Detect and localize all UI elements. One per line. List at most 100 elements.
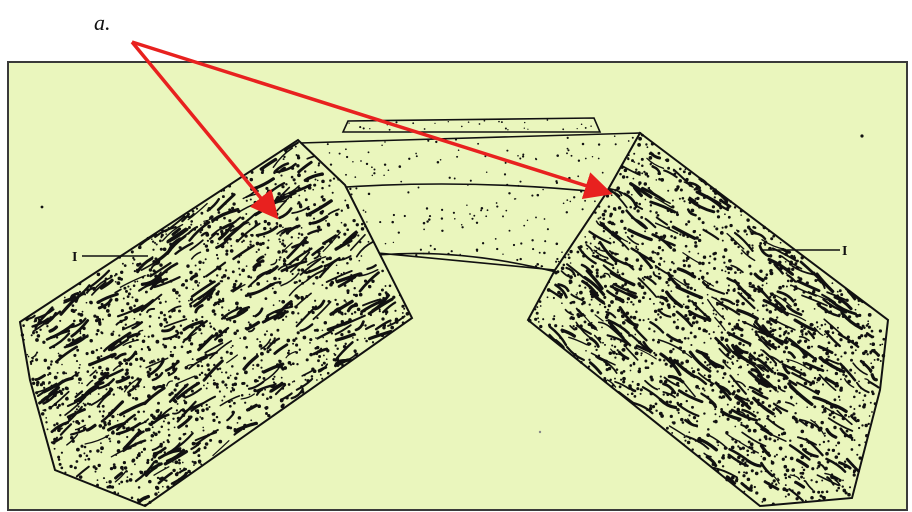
texture-dot [226, 351, 229, 354]
texture-dot [131, 376, 134, 379]
texture-dot [124, 466, 127, 469]
texture-dot [86, 288, 89, 291]
texture-dot [88, 415, 91, 418]
texture-dot [330, 281, 334, 285]
texture-dot [318, 355, 321, 358]
texture-dot [688, 264, 691, 267]
texture-dot [695, 308, 698, 311]
texture-dot [770, 292, 774, 296]
texture-dot [126, 372, 129, 375]
texture-dot [35, 391, 38, 394]
texture-dot [620, 379, 622, 381]
texture-dot [46, 321, 49, 324]
texture-dot [164, 451, 166, 453]
texture-dot [79, 330, 81, 332]
texture-dot [686, 180, 688, 182]
texture-dot [599, 304, 601, 306]
texture-dot [830, 364, 832, 366]
texture-dot [767, 452, 770, 455]
texture-dot [804, 340, 807, 343]
texture-dot [822, 383, 824, 385]
texture-dot [136, 269, 139, 272]
texture-dot [250, 405, 253, 408]
texture-dot [840, 378, 842, 380]
texture-dot [111, 485, 114, 488]
texture-dot [248, 321, 250, 323]
texture-dot [133, 305, 136, 308]
texture-dot [83, 427, 87, 431]
texture-dot [783, 377, 786, 380]
texture-dot [361, 274, 363, 276]
texture-dot [66, 344, 69, 347]
texture-dot [698, 206, 701, 209]
texture-dot [755, 399, 757, 401]
texture-dot [128, 292, 131, 295]
texture-dot [752, 226, 755, 229]
texture-dot [686, 317, 690, 321]
texture-dot [851, 439, 853, 441]
texture-dot [820, 421, 823, 424]
texture-dot [833, 416, 836, 419]
texture-dot [819, 357, 821, 359]
texture-dot [172, 469, 175, 472]
texture-dot [742, 474, 745, 477]
texture-dot [317, 180, 319, 182]
texture-dot [871, 411, 873, 413]
texture-dot [319, 206, 323, 210]
texture-dot [225, 249, 228, 252]
texture-dot [657, 313, 659, 315]
texture-dot [365, 340, 368, 343]
texture-dot [784, 385, 787, 388]
texture-dot [322, 261, 325, 264]
texture-dot [675, 326, 679, 330]
texture-dot [47, 374, 49, 376]
texture-dot [569, 275, 573, 279]
texture-dot [631, 392, 634, 395]
texture-dot [853, 396, 856, 399]
texture-dot [743, 229, 746, 232]
texture-dot [879, 329, 882, 332]
texture-dot [762, 304, 765, 307]
texture-dot [695, 320, 698, 323]
texture-dot [296, 363, 298, 365]
texture-dot [48, 311, 50, 313]
texture-dot [688, 299, 691, 302]
texture-dot [313, 218, 315, 220]
texture-dot [182, 394, 185, 397]
texture-dot [851, 448, 854, 451]
texture-dot [746, 414, 749, 417]
texture-dot [837, 327, 839, 329]
texture-dot [496, 206, 498, 208]
texture-dot [274, 183, 276, 185]
texture-dot [677, 319, 679, 321]
texture-dot [800, 369, 802, 371]
texture-dot [256, 364, 259, 367]
texture-dot [673, 262, 675, 264]
texture-dot [240, 254, 242, 256]
texture-dot [794, 412, 796, 414]
texture-dot [833, 426, 836, 429]
texture-dot [144, 504, 147, 507]
texture-dot [723, 262, 725, 264]
texture-dot [256, 242, 260, 246]
texture-dot [263, 227, 266, 230]
texture-dot [236, 239, 240, 243]
texture-dot [582, 301, 586, 305]
texture-dot [698, 388, 700, 390]
texture-dot [852, 412, 855, 415]
texture-dot [647, 366, 650, 369]
texture-dot [316, 379, 318, 381]
texture-dot [821, 365, 824, 368]
texture-dot [802, 334, 804, 336]
texture-dot [825, 358, 829, 362]
texture-dot [636, 327, 638, 329]
texture-dot [146, 282, 148, 284]
texture-dot [861, 424, 863, 426]
texture-dot [641, 242, 644, 245]
texture-dot [714, 448, 716, 450]
texture-dot [423, 222, 426, 225]
texture-dot [168, 227, 170, 229]
texture-dot [690, 287, 693, 290]
texture-dot [617, 271, 619, 273]
texture-dot [812, 290, 815, 293]
